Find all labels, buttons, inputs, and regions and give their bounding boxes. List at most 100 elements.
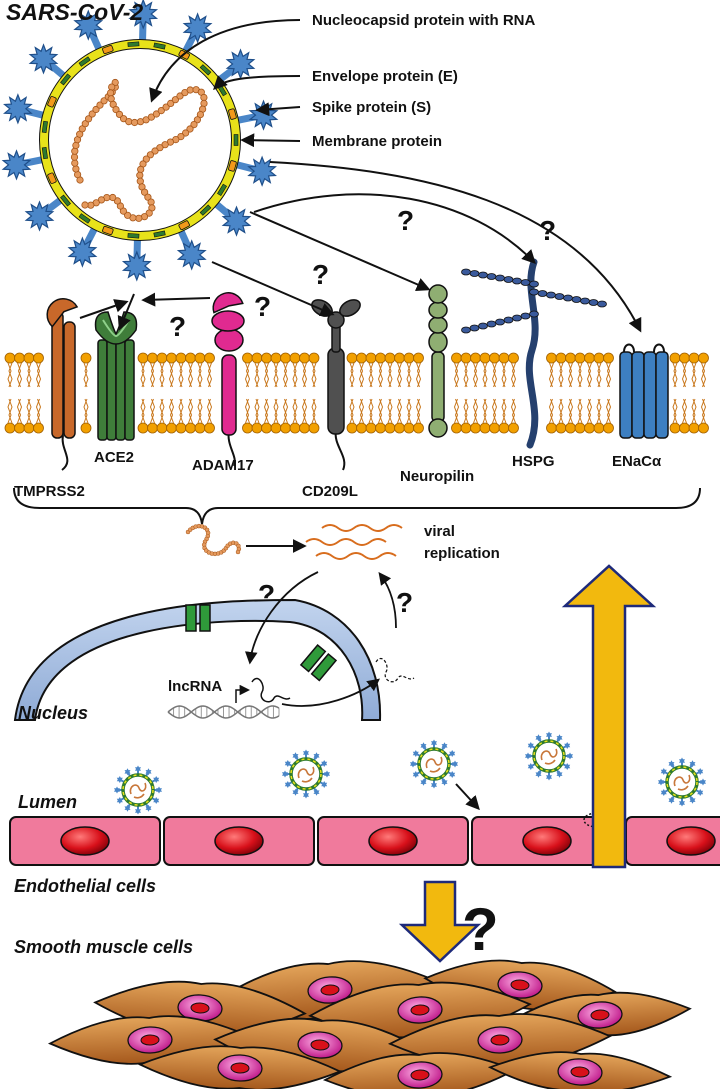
- lipid-head: [14, 422, 25, 434]
- lipid-head: [574, 422, 586, 434]
- lipid-head: [299, 422, 310, 434]
- lipid-head: [166, 352, 177, 364]
- lipid-head: [498, 422, 510, 434]
- lipid-head: [365, 352, 377, 364]
- virion: [282, 749, 330, 799]
- lipid-head: [698, 422, 709, 434]
- rna-bead: [112, 106, 120, 114]
- lipid-head: [308, 352, 320, 364]
- membrane-protein: [60, 73, 71, 86]
- lipid-head: [4, 352, 16, 364]
- virion: [525, 731, 573, 781]
- spike-protein: [121, 250, 152, 282]
- membrane-protein: [233, 134, 239, 146]
- rna-bead: [72, 165, 80, 173]
- lipid-head: [356, 422, 367, 434]
- lipid-head: [413, 422, 424, 434]
- pointer-nucleocapsid: [149, 19, 301, 103]
- membrane-protein: [60, 194, 71, 207]
- question-mark: ?: [397, 205, 414, 236]
- spike-protein: [546, 731, 552, 739]
- lipid-head: [23, 422, 35, 434]
- arrow-adam17-ace2: [141, 292, 211, 307]
- circulating-virions: [114, 731, 706, 815]
- upward-arrow: [561, 564, 657, 869]
- glycan-bead: [486, 273, 497, 280]
- lipid-head: [289, 422, 301, 434]
- spike-protein: [24, 200, 55, 232]
- spike-protein: [247, 155, 277, 187]
- spike-protein: [679, 799, 685, 807]
- endothelial-layer: [9, 816, 720, 866]
- rna-bead: [182, 129, 190, 137]
- rna-bead: [146, 151, 154, 159]
- lipid-head: [698, 352, 709, 364]
- spike-protein: [128, 0, 159, 30]
- label-replication: replication: [424, 545, 500, 562]
- spike-protein: [527, 763, 534, 770]
- rna-bead: [70, 153, 79, 161]
- rna-bead: [196, 111, 204, 119]
- lipid-head: [156, 352, 168, 364]
- spike-protein: [284, 781, 291, 788]
- arrow-virus-neuropilin: [249, 211, 431, 291]
- lipid-head: [574, 352, 586, 364]
- lipid-head: [375, 422, 386, 434]
- pointer-membrane: [240, 133, 301, 148]
- spike-protein: [176, 239, 207, 271]
- glycan-bead: [461, 326, 471, 334]
- rna-bead: [85, 115, 93, 123]
- membrane-protein: [153, 42, 166, 50]
- lipid-head: [555, 352, 567, 364]
- lipid-head: [251, 352, 263, 364]
- spike-protein: [546, 773, 552, 781]
- spike-protein: [153, 797, 160, 804]
- lipid-head: [403, 422, 415, 434]
- lipid-head: [669, 422, 681, 434]
- spike-protein: [324, 770, 330, 778]
- envelope-protein: [47, 172, 57, 184]
- lipid-head: [546, 422, 557, 434]
- rna-bead: [137, 165, 145, 173]
- lipid-head: [289, 352, 301, 364]
- membrane-protein: [127, 233, 140, 239]
- lipid-head: [194, 352, 206, 364]
- rna-bead: [147, 198, 155, 206]
- label-nucleus: Nucleus: [18, 703, 88, 723]
- rna-bead: [145, 209, 153, 217]
- rna-bead: [200, 93, 208, 102]
- label-hspg: HSPG: [512, 453, 555, 470]
- glycan-bead: [478, 271, 488, 279]
- envelope-protein: [102, 45, 114, 55]
- lipid-head: [679, 352, 690, 364]
- pointer-spike: [255, 102, 301, 117]
- spike-protein: [321, 760, 328, 767]
- glycan-bead: [512, 314, 522, 322]
- envelope-protein: [228, 160, 237, 172]
- arrow-lncrna-export: [281, 678, 380, 707]
- glycan-bead: [512, 277, 522, 285]
- glycan-bead: [469, 324, 480, 332]
- lipid-head: [593, 352, 605, 364]
- lipid-head: [584, 352, 595, 364]
- envelope-protein: [178, 220, 190, 231]
- adam17-receptor: [211, 292, 245, 467]
- glycan-bead: [503, 316, 514, 324]
- spike-protein: [689, 796, 696, 804]
- label-adam17: ADAM17: [192, 457, 254, 474]
- rna-bead: [186, 125, 194, 133]
- label-enac: ENaCα: [612, 453, 662, 470]
- cell-membrane-bilayer: [4, 352, 709, 434]
- rna-bead: [200, 99, 208, 108]
- spike-protein: [412, 771, 419, 778]
- spike-protein: [535, 770, 542, 778]
- cell-nucleus: [368, 826, 418, 856]
- label-spike-protein: Spike protein (S): [312, 99, 431, 116]
- glycan-bead: [529, 310, 539, 318]
- rna-bead: [71, 147, 79, 155]
- replicated-rna-strands: [305, 524, 403, 560]
- lipid-head: [175, 352, 187, 364]
- spike-protein: [282, 770, 288, 778]
